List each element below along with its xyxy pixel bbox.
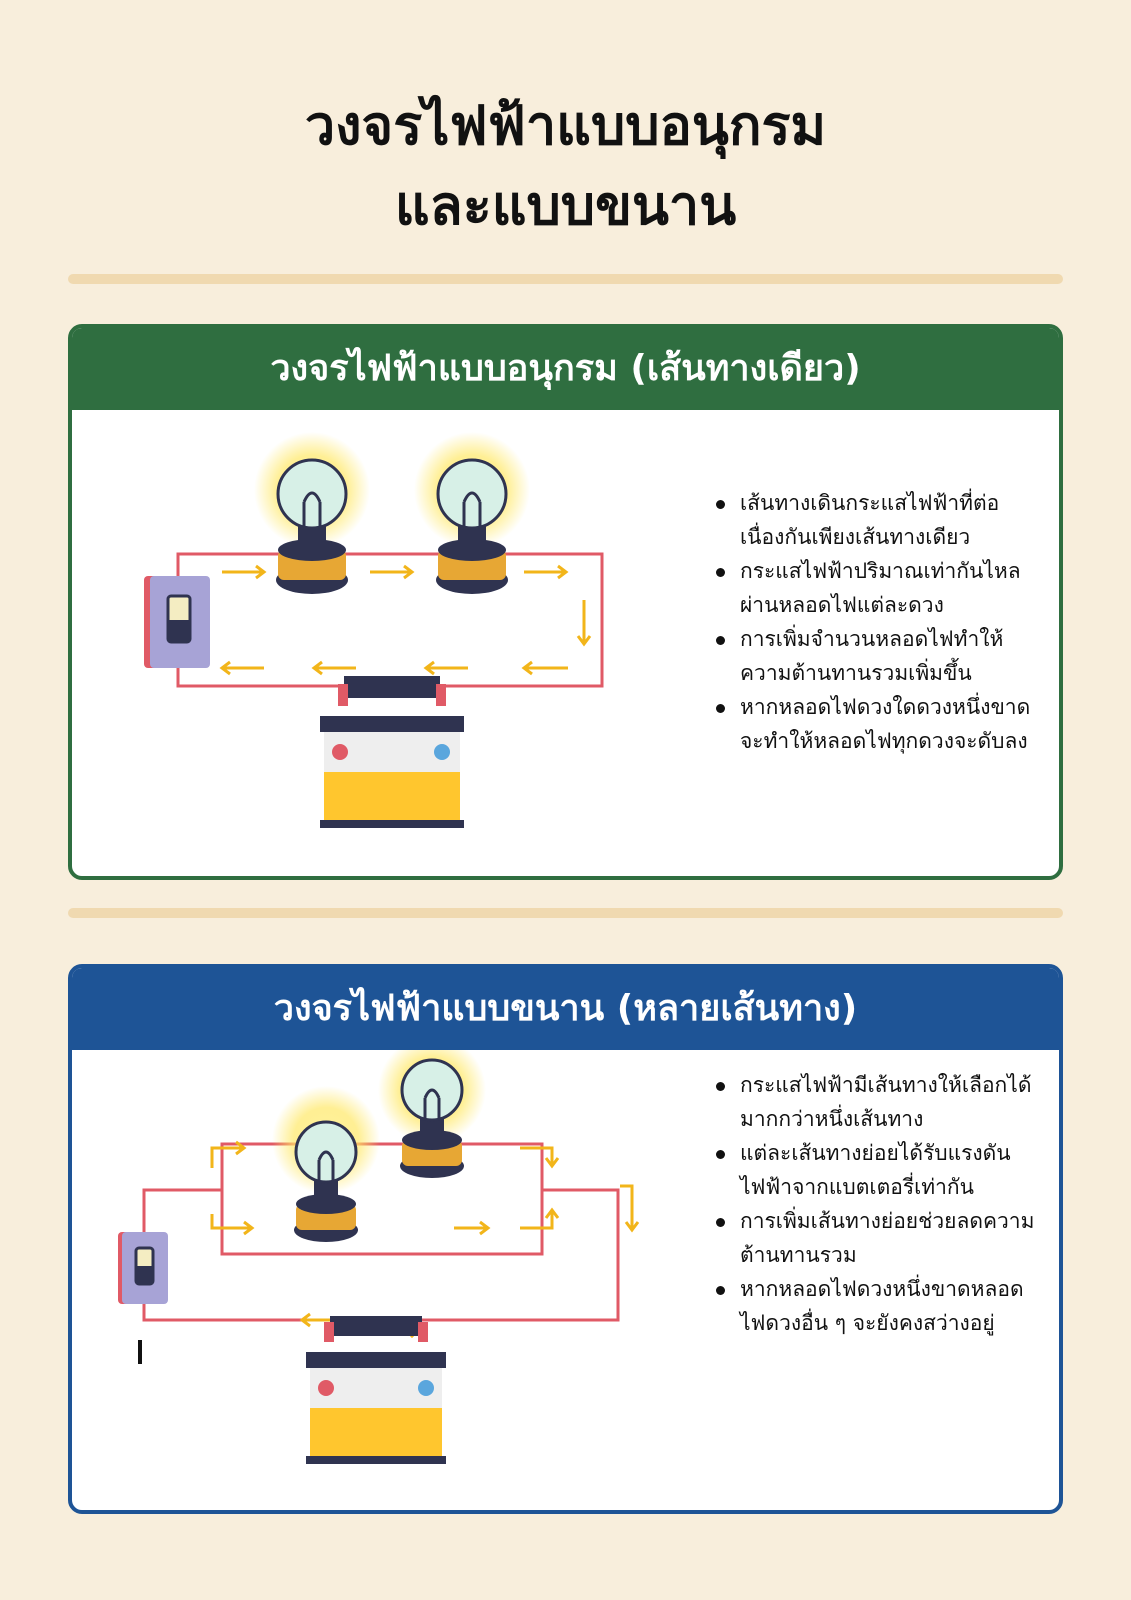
series-circuit-panel: วงจรไฟฟ้าแบบอนุกรม (เส้นทางเดียว) [68, 324, 1063, 880]
battery-icon [306, 1316, 446, 1464]
list-item: แต่ละเส้นทางย่อยได้รับแรงดันไฟฟ้าจากแบตเ… [712, 1136, 1042, 1204]
parallel-bullet-list: กระแสไฟฟ้ามีเส้นทางให้เลือกได้มากกว่าหนึ… [712, 1068, 1042, 1340]
list-item: หากหลอดไฟดวงใดดวงหนึ่งขาดจะทำให้หลอดไฟทุ… [712, 690, 1042, 758]
light-bulb-icon [378, 1050, 486, 1178]
series-wire-loop [176, 552, 604, 688]
list-item: หากหลอดไฟดวงหนึ่งขาดหลอดไฟดวงอื่น ๆ จะยั… [712, 1272, 1042, 1340]
parallel-circuit-panel: วงจรไฟฟ้าแบบขนาน (หลายเส้นทาง) [68, 964, 1063, 1514]
parallel-panel-heading: วงจรไฟฟ้าแบบขนาน (หลายเส้นทาง) [72, 968, 1059, 1050]
battery-icon [320, 676, 464, 828]
top-divider [68, 274, 1063, 284]
list-item: กระแสไฟฟ้าปริมาณเท่ากันไหลผ่านหลอดไฟแต่ล… [712, 554, 1042, 622]
middle-divider [68, 908, 1063, 918]
current-arrow-icon [210, 1140, 640, 1339]
page-title-line-2: และแบบขนาน [394, 174, 737, 237]
page-title-line-1: วงจรไฟฟ้าแบบอนุกรม [304, 94, 827, 157]
switch-icon [144, 576, 210, 668]
current-arrow-icon [219, 564, 592, 676]
series-panel-heading: วงจรไฟฟ้าแบบอนุกรม (เส้นทางเดียว) [72, 328, 1059, 410]
page-title: วงจรไฟฟ้าแบบอนุกรม และแบบขนาน [0, 86, 1131, 246]
parallel-circuit-diagram [118, 1050, 640, 1464]
light-bulb-icon [254, 432, 370, 594]
switch-icon [118, 1232, 168, 1304]
light-bulb-icon [414, 432, 530, 594]
series-bullet-list: เส้นทางเดินกระแสไฟฟ้าที่ต่อเนื่องกันเพีย… [712, 486, 1042, 758]
list-item: เส้นทางเดินกระแสไฟฟ้าที่ต่อเนื่องกันเพีย… [712, 486, 1042, 554]
list-item: กระแสไฟฟ้ามีเส้นทางให้เลือกได้มากกว่าหนึ… [712, 1068, 1042, 1136]
text-cursor-mark [138, 1340, 142, 1364]
list-item: การเพิ่มจำนวนหลอดไฟทำให้ความต้านทานรวมเพ… [712, 622, 1042, 690]
light-bulb-icon [272, 1086, 380, 1242]
series-circuit-diagram [144, 432, 604, 828]
parallel-wire-paths [142, 1142, 620, 1322]
list-item: การเพิ่มเส้นทางย่อยช่วยลดความต้านทานรวม [712, 1204, 1042, 1272]
